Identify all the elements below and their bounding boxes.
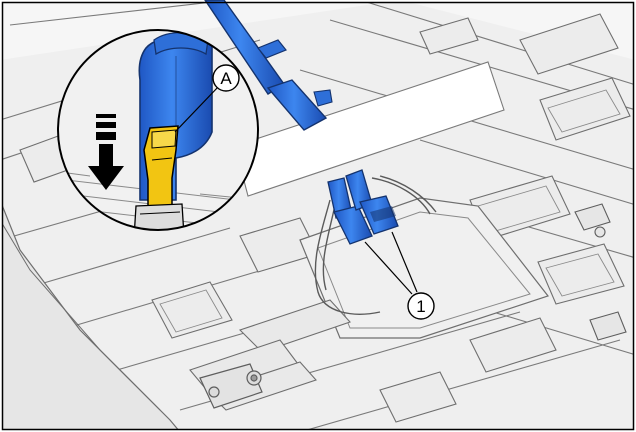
push-down-arrow-icon <box>88 114 124 190</box>
blue-tool-rod <box>204 0 333 131</box>
callout-1: 1 <box>364 231 435 320</box>
detail-inset <box>57 29 259 231</box>
callout-a-label: A <box>220 69 232 88</box>
harness-connectors <box>327 169 399 245</box>
callout-a: A <box>174 64 240 133</box>
callout-1-label: 1 <box>416 297 425 316</box>
